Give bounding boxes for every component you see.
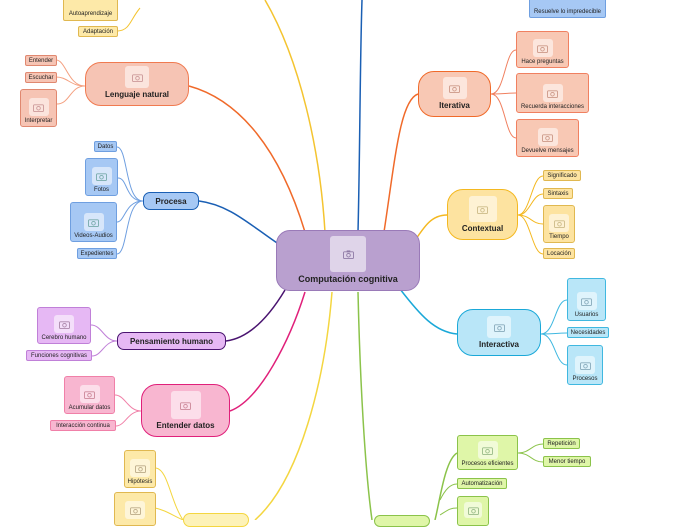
image-placeholder-icon xyxy=(549,214,569,232)
image-placeholder-icon xyxy=(575,356,595,374)
image-placeholder-icon xyxy=(28,98,49,116)
iterativa-node[interactable]: Iterativa xyxy=(418,71,491,117)
significado-chip[interactable]: Significado xyxy=(543,170,581,181)
procesos-eficientes-node[interactable]: Procesos eficientes xyxy=(457,435,518,470)
tiempo-node[interactable]: Tiempo xyxy=(543,205,575,243)
image-placeholder-icon xyxy=(537,128,558,146)
image-placeholder-icon xyxy=(442,77,467,99)
interactiva-node[interactable]: Interactiva xyxy=(457,309,541,356)
recuerda-node[interactable]: Recuerda interacciones xyxy=(516,73,589,113)
fotos-node[interactable]: Fotos xyxy=(85,158,118,196)
lenguaje-node[interactable]: Lenguaje natural xyxy=(85,62,189,106)
image-placeholder-icon xyxy=(125,501,145,519)
bottom-right-branch-node[interactable] xyxy=(374,515,430,527)
image-placeholder-icon xyxy=(576,292,597,310)
image-placeholder-icon xyxy=(532,39,553,57)
funciones-chip[interactable]: Funciones cognitivas xyxy=(26,350,92,361)
entender-node[interactable]: Entender datos xyxy=(141,384,230,437)
expedientes-chip[interactable]: Expedientes xyxy=(77,248,117,259)
acumular-node[interactable]: Acumular datos xyxy=(64,376,115,414)
image-placeholder-icon xyxy=(54,315,74,333)
image-placeholder-icon xyxy=(91,167,112,185)
bottom-left-branch-node[interactable] xyxy=(183,513,249,527)
image-placeholder-icon xyxy=(170,391,201,419)
autoaprendizaje-node[interactable]: Autoaprendizaje xyxy=(63,0,118,21)
image-placeholder-icon xyxy=(477,441,498,459)
locacion-chip[interactable]: Locación xyxy=(543,248,575,259)
necesidades-chip[interactable]: Necesidades xyxy=(567,327,609,338)
central-node[interactable]: Computación cognitiva xyxy=(276,230,420,291)
image-placeholder-icon xyxy=(542,84,563,102)
interpretar-node[interactable]: Interpretar xyxy=(20,89,57,127)
hace-preguntas-node[interactable]: Hace preguntas xyxy=(516,31,569,68)
central-label: Computación cognitiva xyxy=(298,274,398,284)
bottom-right-photo-node[interactable] xyxy=(457,496,489,526)
interaccion-chip[interactable]: Interacción continua xyxy=(50,420,116,431)
image-placeholder-icon xyxy=(130,459,150,477)
image-placeholder-icon xyxy=(83,213,104,231)
usuarios-node[interactable]: Usuarios xyxy=(567,278,606,321)
image-placeholder-icon xyxy=(464,502,482,518)
resuelve-node[interactable]: Resuelve lo impredecible xyxy=(529,0,606,18)
procesos-node[interactable]: Procesos xyxy=(567,345,603,385)
menor-tiempo-chip[interactable]: Menor tiempo xyxy=(543,456,591,467)
pensamiento-node[interactable]: Pensamiento humano xyxy=(117,332,226,350)
image-placeholder-icon xyxy=(487,316,511,338)
escuchar-chip[interactable]: Escuchar xyxy=(25,72,57,83)
cerebro-node[interactable]: Cerebro humano xyxy=(37,307,91,344)
procesa-node[interactable]: Procesa xyxy=(143,192,199,210)
image-placeholder-icon xyxy=(468,196,497,222)
adaptacion-node[interactable]: Adaptación xyxy=(78,26,118,37)
repeticion-chip[interactable]: Repetición xyxy=(543,438,580,449)
contextual-node[interactable]: Contextual xyxy=(447,189,518,240)
sintaxis-chip[interactable]: Sintaxis xyxy=(543,188,573,199)
hipotesis-node[interactable]: Hipótesis xyxy=(124,450,156,488)
entender-chip[interactable]: Entender xyxy=(25,55,57,66)
videos-audios-node[interactable]: Videos-Audios xyxy=(70,202,117,242)
bottom-left-photo-node[interactable] xyxy=(114,492,156,526)
datos-chip[interactable]: Datos xyxy=(94,141,117,152)
image-placeholder-icon xyxy=(330,236,366,272)
image-placeholder-icon xyxy=(79,385,100,403)
devuelve-node[interactable]: Devuelve mensajes xyxy=(516,119,579,157)
image-placeholder-icon xyxy=(125,66,149,88)
automatizacion-chip[interactable]: Automatización xyxy=(457,478,507,489)
